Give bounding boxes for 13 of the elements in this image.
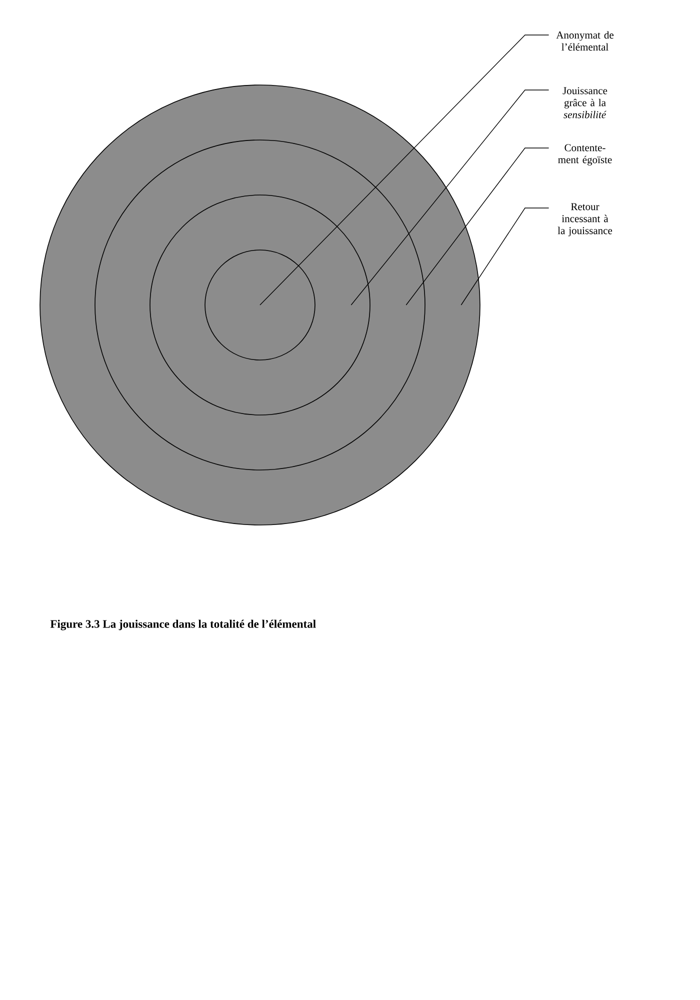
label-text: Jouissance grâce à la sensibilité <box>562 87 608 118</box>
label-text: Retour incessant à la jouissance <box>558 203 612 236</box>
figure-caption: Figure 3.3 La jouissance dans la totalité de l’élémental <box>50 620 316 630</box>
leader-line <box>460 208 550 306</box>
leader-line <box>260 34 550 306</box>
leader-line <box>406 148 550 306</box>
circle <box>94 140 426 470</box>
circle <box>204 250 316 360</box>
circle <box>150 194 370 416</box>
label-text: Anonymat de l’élémental <box>556 31 614 51</box>
label-text: Contente- ment égoïste <box>558 144 612 166</box>
circle <box>40 84 480 526</box>
leader-line <box>350 90 550 306</box>
